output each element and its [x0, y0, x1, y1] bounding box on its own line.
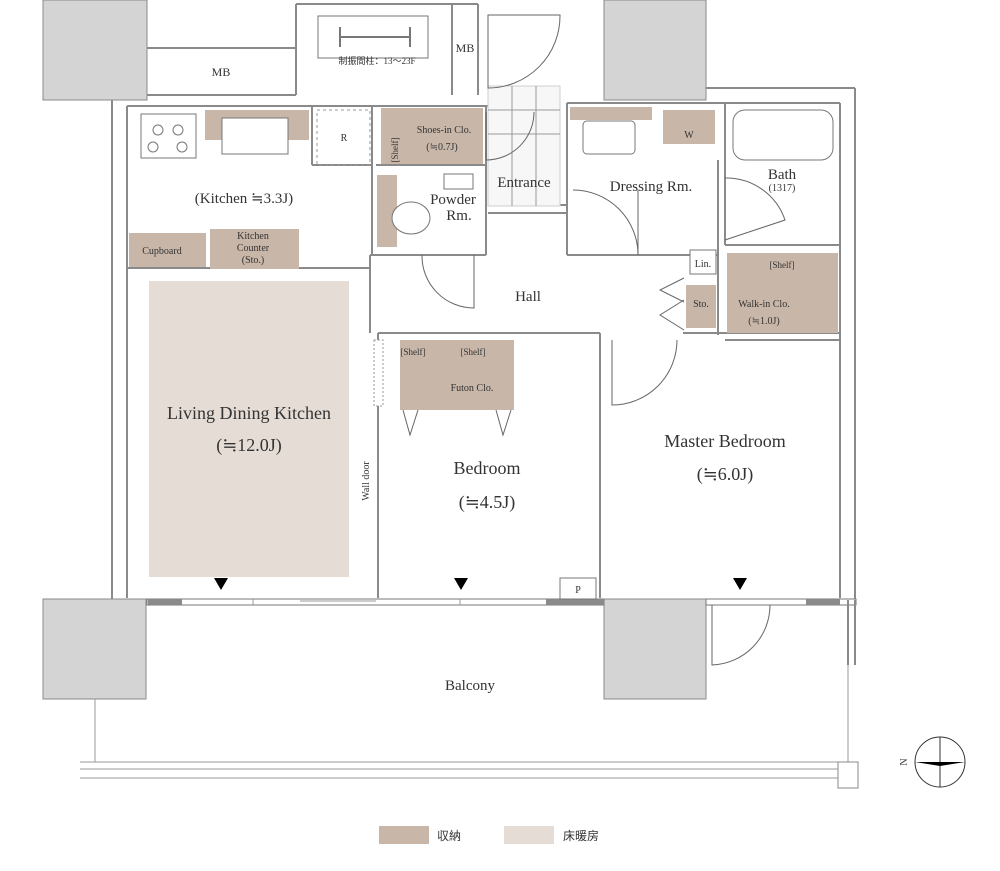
- bath-label: Bath: [768, 167, 797, 183]
- powder-room-label-line1: Powder: [430, 192, 476, 208]
- balcony-label: Balcony: [445, 678, 495, 694]
- kitchen-counter-area: [210, 229, 299, 269]
- bathtub: [732, 109, 834, 161]
- linen-label: Lin.: [695, 259, 711, 270]
- cupboard-area: [129, 233, 206, 267]
- ldk-size: (≒12.0J): [216, 435, 282, 456]
- doors: [402, 14, 786, 666]
- futon-closet-area: [400, 340, 514, 410]
- washer-label: W: [684, 130, 694, 141]
- wic-area: [727, 253, 838, 333]
- kitchen-counter-label-line2: Counter: [237, 243, 270, 254]
- north-compass: N: [899, 736, 966, 788]
- mb-left-label: MB: [212, 65, 231, 79]
- entrance-label: Entrance: [497, 175, 551, 191]
- wic-size: (≒1.0J): [748, 316, 779, 327]
- wic-shelf-label: [Shelf]: [770, 260, 795, 270]
- structural-columns: [42, 0, 707, 700]
- compass-needle: [915, 762, 965, 766]
- ldk-entry-triangle: [214, 578, 228, 590]
- damper-column-note: 制振間柱：13〜23F: [338, 55, 415, 66]
- kitchen-label: (Kitchen ≒3.3J): [195, 191, 293, 207]
- master-entry-triangle: [733, 578, 747, 590]
- entry-markers: [214, 578, 747, 590]
- stove: [140, 113, 197, 159]
- toilet-tank: [443, 173, 474, 190]
- legend-label-floor-heating: 床暖房: [563, 828, 599, 843]
- shoes-shelf-label: [Shelf]: [390, 138, 400, 163]
- washer-area: [663, 110, 715, 144]
- column-bottom-left: [42, 598, 147, 700]
- toilet-bowl: [391, 201, 431, 235]
- powder-room-label-line2: Rm.: [446, 208, 471, 224]
- wic-label: Walk-in Clo.: [738, 299, 789, 310]
- shoes-closet-area: [381, 108, 483, 164]
- legend-swatch-floor-heating: [504, 826, 554, 844]
- powder-storage-area: [377, 175, 397, 247]
- bedroom-shelf-label-2: [Shelf]: [461, 347, 486, 357]
- wash-basin: [582, 120, 636, 155]
- wall-door-label: Wall door: [361, 461, 372, 501]
- wall-door-track: [373, 339, 384, 407]
- dressing-room-label: Dressing Rm.: [610, 179, 693, 195]
- dressing-storage-area: [570, 107, 652, 120]
- bedroom-label: Bedroom: [454, 458, 521, 478]
- refrigerator-label: R: [341, 133, 348, 144]
- sto-label: Sto.: [693, 299, 709, 310]
- ldk-floor-heating: [149, 281, 349, 577]
- north-label: N: [899, 758, 910, 765]
- balcony-rails: [80, 665, 859, 789]
- room-labels: MB MB 制振間柱：13〜23F R Shoes-in Clo. (≒0.7J…: [142, 41, 796, 694]
- column-top-left: [42, 0, 148, 101]
- p-label: P: [575, 585, 581, 596]
- shoes-closet-label: Shoes-in Clo.: [417, 125, 471, 136]
- window-wall: [146, 598, 857, 665]
- shoes-closet-size: (≒0.7J): [426, 142, 457, 153]
- legend: 収納 床暖房: [379, 826, 599, 844]
- entrance-tiles: [487, 85, 561, 207]
- p-box: [559, 577, 597, 600]
- kitchen-counter-label-line3: (Sto.): [242, 255, 265, 266]
- linen-box: [689, 249, 717, 275]
- mb-right-label: MB: [456, 41, 475, 55]
- master-bedroom-size: (≒6.0J): [697, 464, 754, 485]
- fixtures: [140, 15, 834, 600]
- bedroom-shelf-label-1: [Shelf]: [401, 347, 426, 357]
- sto-area: [686, 285, 716, 328]
- master-bedroom-label: Master Bedroom: [664, 431, 785, 451]
- legend-label-storage: 収納: [437, 829, 461, 843]
- hall-label: Hall: [515, 289, 541, 305]
- kitchen-counter-label-line1: Kitchen: [237, 231, 269, 242]
- column-top-right: [603, 0, 707, 101]
- legend-swatch-storage: [379, 826, 429, 844]
- exterior-walls: [111, 3, 856, 600]
- column-bottom-right: [603, 598, 707, 700]
- bath-size: (1317): [769, 183, 796, 194]
- bedroom-entry-triangle: [454, 578, 468, 590]
- futon-closet-label: Futon Clo.: [451, 383, 494, 394]
- cupboard-label: Cupboard: [142, 246, 181, 257]
- kitchen-sink: [221, 117, 289, 155]
- ldk-label: Living Dining Kitchen: [167, 403, 331, 423]
- refrigerator-space: [316, 109, 371, 166]
- bedroom-size: (≒4.5J): [459, 492, 516, 513]
